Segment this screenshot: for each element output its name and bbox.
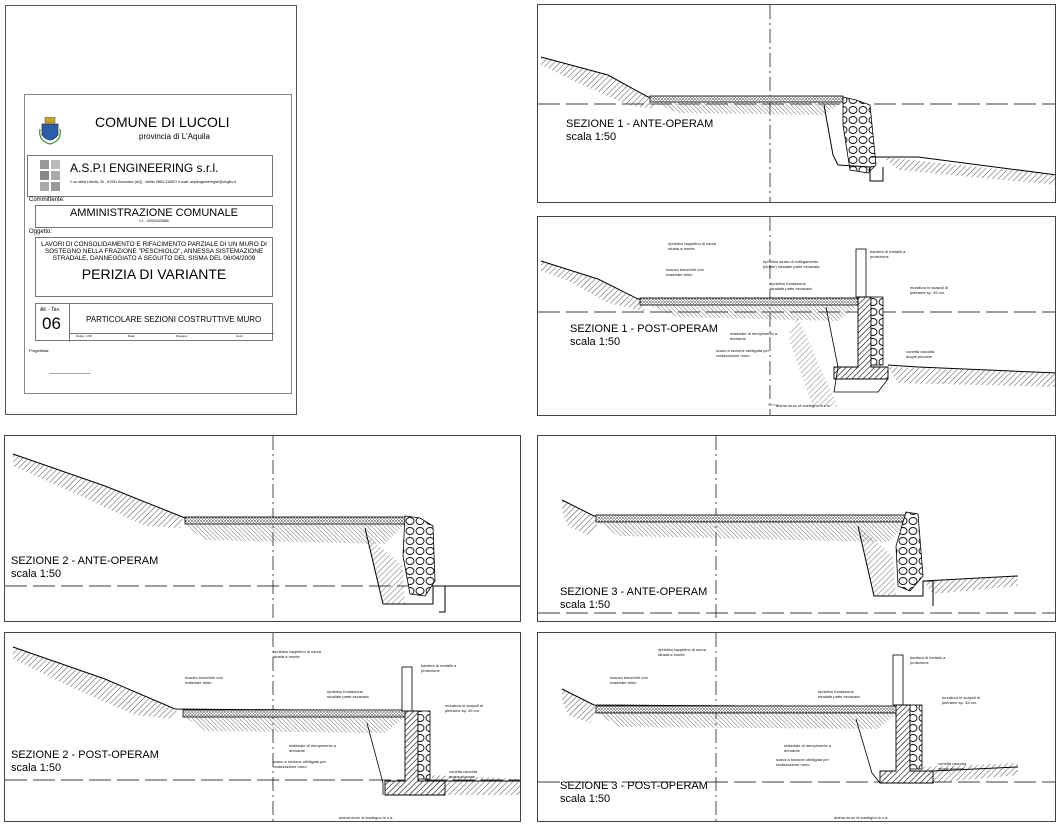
section-1-ante-title: SEZIONE 1 - ANTE-OPERAM [566, 118, 714, 130]
meta-disegno: Disegno: [176, 334, 188, 338]
label-anima-2: anima muro di sostegno in c.a. [339, 815, 394, 820]
section-1-ante-drawing [538, 5, 1055, 202]
section-1-post-scale: scala 1:50 [570, 336, 621, 348]
label-cunetta-3: cunetta raccolta acque piovane [938, 761, 967, 771]
title-sheet: COMUNE DI LUCOLI provincia di L'Aquila A… [5, 5, 297, 415]
section-2-post-scale: scala 1:50 [11, 762, 62, 774]
firm-logo-icon [40, 160, 60, 191]
oggetto-line-3: STRADALE, DANNEGGIATO A SEGUITO DEL SISM… [52, 255, 256, 262]
section-3-ante-drawing [538, 436, 1055, 621]
section-1-post-drawing [538, 217, 1055, 415]
label-tappetino: ripristino tappetino di usura strada a m… [668, 241, 717, 251]
section-3-ante-panel: SEZIONE 3 - ANTE-OPERAM scala 1:50 [537, 435, 1056, 622]
label-riempimento-3: materiale di riempimento a drenante [784, 743, 832, 753]
title-block: COMUNE DI LUCOLI provincia di L'Aquila A… [24, 94, 292, 394]
municipal-crest-icon [39, 117, 61, 145]
label-scavo: scavo a sezione obbligata per realizzazi… [716, 348, 769, 358]
committente-name: AMMINISTRAZIONE COMUNALE [69, 207, 239, 219]
section-2-post-panel: SEZIONE 2 - POST-OPERAM scala 1:50 ripri… [4, 632, 521, 822]
section-2-ante-scale: scala 1:50 [11, 568, 62, 580]
label-banchine: ricarico banchine con materiale arido [666, 267, 704, 277]
label-fondazione-3: ripristino fondazione stradale parte esc… [818, 689, 860, 699]
committente-cf: c.f. - 00004420668 [139, 219, 169, 223]
municipality-name: COMUNE DI LUCOLI [95, 114, 230, 130]
label-cunetta-2: cunetta raccolta acque piovane [449, 769, 478, 779]
oggetto-label: Oggetto: [29, 229, 53, 235]
label-fondazione: ripristino fondazione stradale parte esc… [770, 281, 812, 291]
label-muratura-3: muratura in scapoli di pietrame sp. 45 c… [942, 695, 981, 705]
committente-label: Committente: [29, 197, 65, 203]
committente-box: AMMINISTRAZIONE COMUNALE c.f. - 00004420… [35, 205, 273, 228]
firm-name: A.S.P.I ENGINEERING s.r.l. [70, 161, 219, 175]
section-2-post-drawing [5, 633, 520, 821]
province-name: provincia di L'Aquila [139, 132, 210, 141]
label-riempimento: materiale di riempimento a drenante [730, 331, 778, 341]
label-anima-3: anima muro di sostegno in c.a. [834, 815, 889, 820]
label-cunetta: cunetta raccolta acque piovane [906, 349, 935, 359]
section-2-ante-panel: SEZIONE 2 - ANTE-OPERAM scala 1:50 [4, 435, 521, 622]
meta-data: Data: [128, 334, 136, 338]
label-muratura-2: muratura in scapoli di pietrame sp. 45 c… [445, 703, 484, 713]
section-3-ante-scale: scala 1:50 [560, 599, 611, 611]
section-3-post-scale: scala 1:50 [560, 793, 611, 805]
label-barriera: barriera di metallo a protezione [870, 249, 906, 259]
section-1-ante-scale: scala 1:50 [566, 131, 617, 143]
label-tappetino-2: ripristino tappetino di usura strada a m… [273, 649, 322, 659]
label-barriera-3: barriera di metallo a protezione [910, 655, 946, 665]
section-3-post-title: SEZIONE 3 - POST-OPERAM [560, 780, 708, 792]
tav-number: 06 [42, 314, 61, 333]
label-banchine-3: ricarico banchine con materiale arido [610, 675, 648, 685]
firm-address: C.so della Libertà, 30 - 67051 Avezzano … [70, 180, 236, 184]
label-banchine-2: ricarico banchine con materiale arido [185, 675, 223, 685]
firm-box: A.S.P.I ENGINEERING s.r.l. C.so della Li… [27, 155, 273, 197]
label-muratura: muratura in scapoli di pietrame sp. 45 c… [910, 285, 949, 295]
meta-scala: Scala : 1:50 [76, 334, 92, 338]
section-1-ante-panel: SEZIONE 1 - ANTE-OPERAM scala 1:50 [537, 4, 1056, 203]
section-1-post-panel: SEZIONE 1 - POST-OPERAM scala 1:50 ripri… [537, 216, 1056, 416]
oggetto-box: LAVORI DI CONSOLIDAMENTO E RIFACIMENTO P… [35, 237, 273, 297]
label-scavo-3: scavo a sezione obbligata per realizzazi… [776, 757, 829, 767]
label-tappetino-3: ripristino tappetino di usura strada a m… [658, 647, 707, 657]
section-1-post-title: SEZIONE 1 - POST-OPERAM [570, 323, 718, 335]
section-3-post-panel: SEZIONE 3 - POST-OPERAM scala 1:50 ripri… [537, 632, 1056, 822]
label-fondazione-2: ripristino fondazione stradale parte esc… [327, 689, 369, 699]
drawing-title: PARTICOLARE SEZIONI COSTRUTTIVE MURO [86, 315, 262, 324]
label-scavo-2: scavo a sezione obbligata per realizzazi… [273, 759, 326, 769]
section-2-ante-drawing [5, 436, 520, 621]
label-barriera-2: barriera di metallo a protezione [421, 663, 457, 673]
oggetto-line-2: SOSTEGNO NELLA FRAZIONE "PESCHIOLO", ANN… [44, 248, 264, 255]
section-2-ante-title: SEZIONE 2 - ANTE-OPERAM [11, 555, 159, 567]
progettista-label: Progettista: [29, 348, 50, 353]
label-riempimento-2: materiale di riempimento a drenante [289, 743, 337, 753]
perizia-title: PERIZIA DI VARIANTE [81, 266, 227, 282]
section-3-ante-title: SEZIONE 3 - ANTE-OPERAM [560, 586, 708, 598]
section-2-post-title: SEZIONE 2 - POST-OPERAM [11, 749, 159, 761]
drawing-box: All. - Tav. 06 PARTICOLARE SEZIONI COSTR… [35, 303, 274, 342]
label-binder: ripristino strato di collegamento (binde… [763, 259, 820, 269]
oggetto-line-1: LAVORI DI CONSOLIDAMENTO E RIFACIMENTO P… [41, 241, 267, 248]
all-tav-label: All. - Tav. [40, 307, 61, 313]
meta-cont: Cont.: [236, 334, 245, 338]
section-3-post-drawing [538, 633, 1055, 821]
label-anima: anima muro di sostegno in c.a. [776, 403, 831, 408]
